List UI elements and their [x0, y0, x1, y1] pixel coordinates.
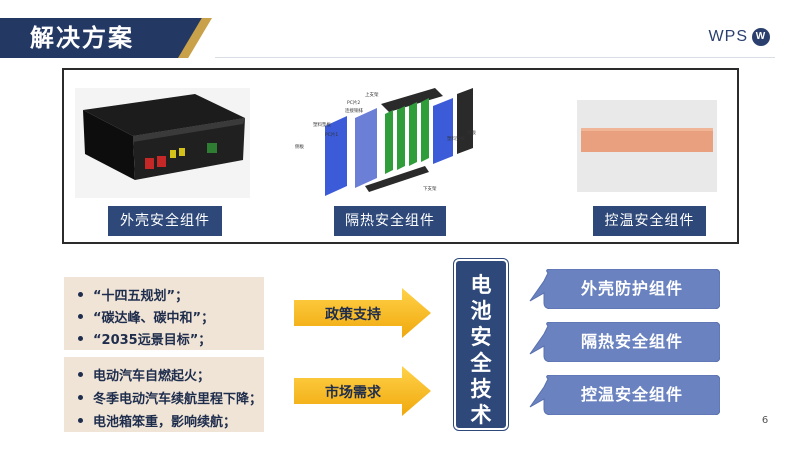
brand-logo-text: WPS	[708, 28, 748, 45]
diagram-label-connector: 连接铜排	[345, 107, 363, 114]
policy-drivers-box: “十四五规划”； “碳达峰、碳中和”； “2035远景目标”；	[64, 277, 264, 350]
outcome-text: 控温安全组件	[580, 385, 683, 404]
policy-item-text: “2035远景目标”；	[93, 333, 212, 348]
diagram-label-bottom-bracket: 下支架	[423, 185, 437, 192]
policy-item: “2035远景目标”；	[78, 329, 211, 348]
header-banner	[0, 18, 205, 58]
bubble-shape-icon	[529, 322, 720, 362]
bullet-icon	[78, 314, 83, 319]
core-char: 技	[470, 377, 492, 401]
temp-control-component-label: 控温安全组件	[593, 206, 706, 236]
bubble-shape-icon	[529, 375, 720, 415]
temp-control-sheet-image	[577, 100, 717, 192]
market-arrow-label: 市场需求	[325, 385, 381, 401]
brand-logo: WPS W	[709, 26, 770, 48]
market-item: 冬季电动汽车续航里程下降；	[78, 388, 262, 407]
core-char: 池	[470, 299, 492, 323]
page-title: 解决方案	[30, 24, 134, 52]
market-item-text: 电池箱笨重，影响续航；	[93, 415, 237, 430]
bullet-icon	[78, 395, 83, 400]
market-item: 电池箱笨重，影响续航；	[78, 411, 236, 430]
outcome-bubble-shell: 外壳防护组件	[528, 269, 720, 309]
battery-safety-tech-core: 电 池 安 全 技 术	[454, 259, 508, 430]
diagram-label-plastic-1: 塑料垫板	[313, 121, 331, 128]
diagram-label-side-left: 侧板	[295, 143, 304, 150]
policy-item: “碳达峰、碳中和”；	[78, 307, 214, 326]
diagram-label-pc-2: PC片2	[347, 99, 360, 106]
market-drivers-box: 电动汽车自燃起火； 冬季电动汽车续航里程下降； 电池箱笨重，影响续航；	[64, 357, 264, 432]
core-char: 术	[470, 403, 492, 427]
policy-item: “十四五规划”；	[78, 285, 188, 304]
policy-item-text: “碳达峰、碳中和”；	[93, 311, 215, 326]
core-char: 安	[470, 325, 492, 349]
diagram-label-pc-1: PC片1	[325, 131, 338, 138]
market-arrow-icon	[294, 366, 431, 416]
market-item-text: 冬季电动汽车续航里程下降；	[93, 392, 263, 407]
market-item: 电动汽车自燃起火；	[78, 365, 210, 384]
diagram-label-side-right: 侧板	[467, 129, 476, 136]
outcome-text: 外壳防护组件	[580, 279, 683, 298]
bullet-icon	[78, 418, 83, 423]
battery-shell-image	[75, 88, 250, 198]
insulation-component-label: 隔热安全组件	[334, 206, 446, 236]
bullet-icon	[78, 292, 83, 297]
header-divider	[215, 57, 775, 58]
diagram-label-plastic-2: 塑料垫板	[447, 135, 465, 142]
core-char: 全	[470, 351, 492, 375]
page-number: 6	[761, 415, 769, 426]
brand-logo-mark-icon: W	[752, 28, 770, 46]
bullet-icon	[78, 336, 83, 341]
policy-item-text: “十四五规划”；	[93, 289, 189, 304]
bubble-shape-icon	[529, 269, 720, 309]
outcome-bubble-temp-control: 控温安全组件	[528, 375, 720, 415]
insulation-exploded-diagram: 侧板 塑料垫板 PC片1 连接铜排 PC片2 上支架 塑料垫板 侧板 下支架	[295, 86, 485, 204]
policy-arrow-label: 政策支持	[325, 307, 381, 323]
bullet-icon	[78, 372, 83, 377]
outcome-text: 隔热安全组件	[580, 332, 683, 351]
shell-component-label: 外壳安全组件	[108, 206, 222, 236]
core-char: 电	[470, 273, 492, 297]
outcome-bubble-insulation: 隔热安全组件	[528, 322, 720, 362]
diagram-label-top-bracket: 上支架	[365, 91, 379, 98]
market-item-text: 电动汽车自燃起火；	[93, 369, 211, 384]
policy-arrow-icon	[294, 288, 431, 338]
